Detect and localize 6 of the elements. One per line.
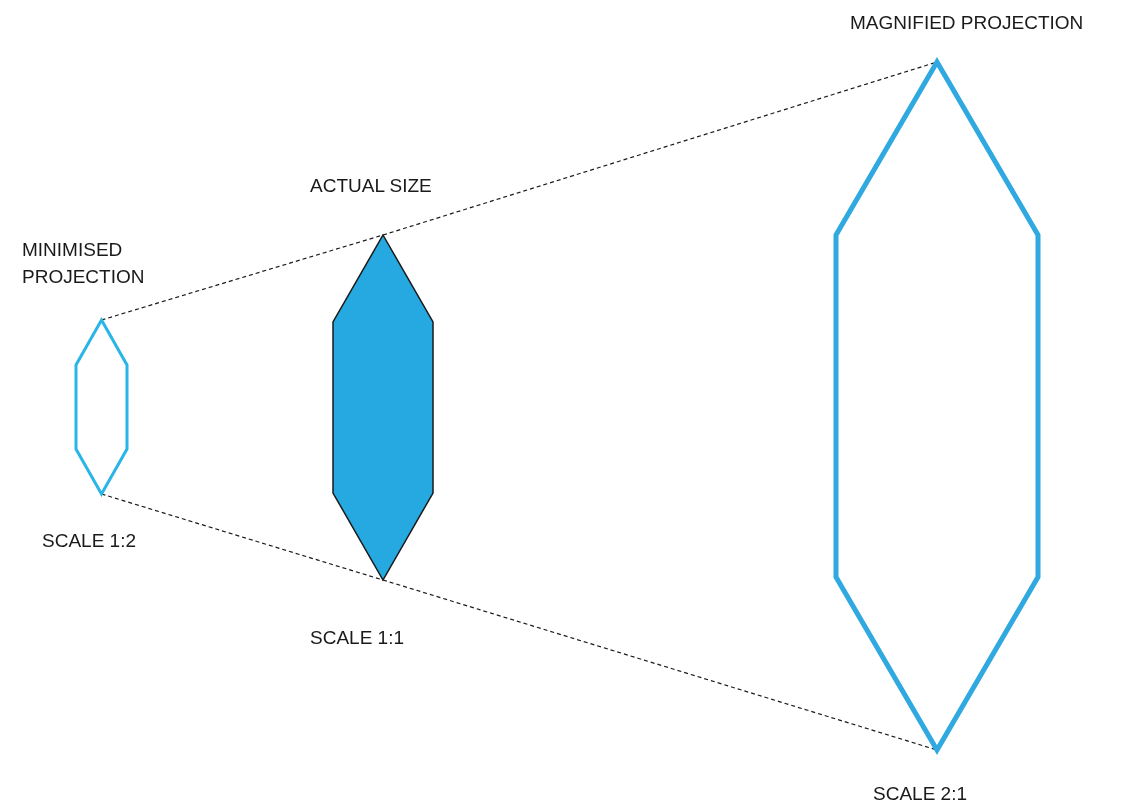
scale-label: SCALE 2:1: [873, 782, 967, 806]
scale-label: SCALE 1:1: [310, 626, 404, 650]
projection-label: MAGNIFIED PROJECTION: [850, 11, 1084, 35]
scale-label: SCALE 1:2: [42, 529, 136, 553]
projection-label: MINIMISED PROJECTION: [22, 238, 146, 289]
projection-label: ACTUAL SIZE: [310, 174, 432, 198]
